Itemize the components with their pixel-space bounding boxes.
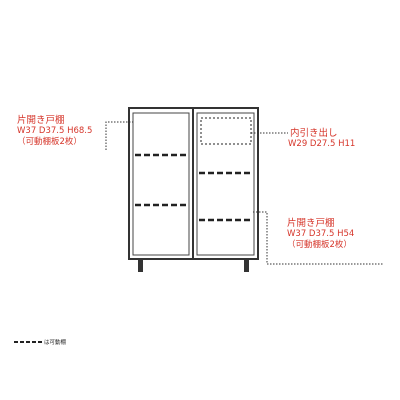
leader-right [253, 211, 383, 265]
left-compartment-label: 片開き戸棚 W37 D37.5 H68.5 （可動棚板2枚） [17, 115, 92, 148]
left-compartment-note: （可動棚板2枚） [17, 137, 82, 147]
right-door-frame [196, 112, 255, 256]
drawer-title: 内引き出し [290, 128, 338, 139]
right-compartment-dimensions: W37 D37.5 H54 [287, 229, 355, 239]
left-compartment-title: 片開き戸棚 [17, 115, 65, 126]
left-door-frame [132, 112, 190, 256]
leg-right [244, 259, 249, 272]
leg-left [138, 259, 143, 272]
drawer-label: 内引き出し W29 D27.5 H11 [288, 128, 356, 150]
leader-left [105, 121, 133, 150]
left-compartment-dimensions: W37 D37.5 H68.5 [17, 126, 93, 136]
legend-label: は可動棚 [44, 340, 67, 346]
right-compartment-note: （可動棚板2枚） [287, 240, 352, 250]
right-compartment-title: 片開き戸棚 [287, 218, 335, 229]
right-compartment-label: 片開き戸棚 W37 D37.5 H54 （可動棚板2枚） [287, 218, 354, 251]
inner-drawer [200, 117, 252, 145]
drawer-dimensions: W29 D27.5 H11 [288, 139, 356, 149]
